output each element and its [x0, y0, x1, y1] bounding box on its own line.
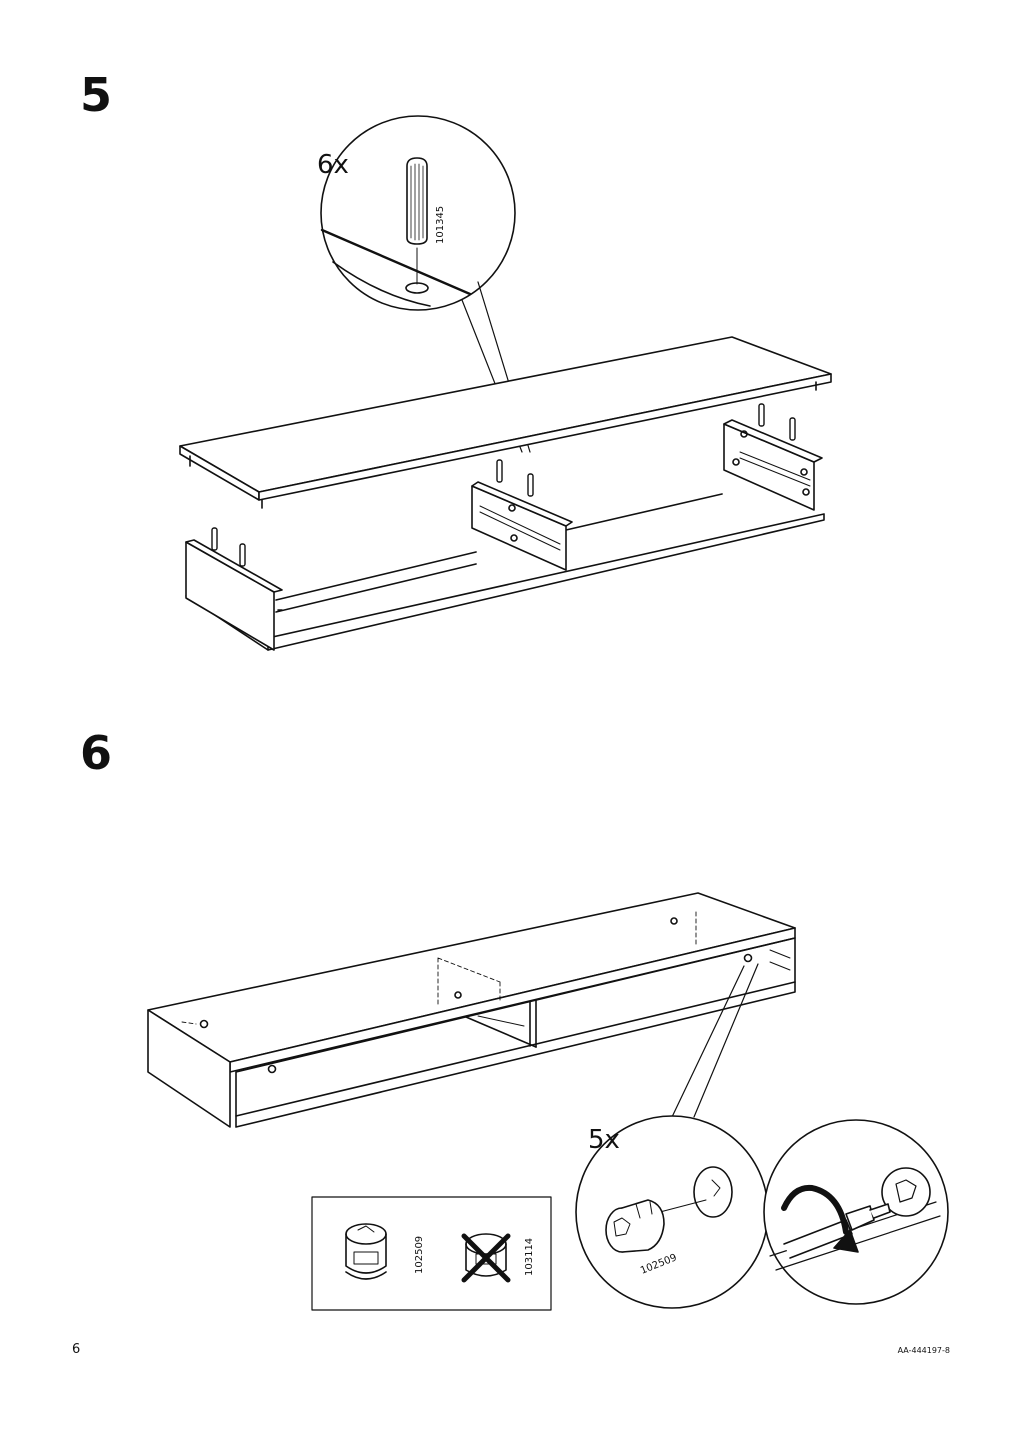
fitting-info-box	[311, 1196, 552, 1311]
step-5-part-number: 101345	[435, 206, 446, 244]
cam-lock-icon	[605, 1199, 665, 1253]
assembled-unit	[147, 892, 796, 1128]
cross-icon	[461, 1233, 511, 1283]
page-number: 6	[72, 1342, 81, 1357]
wooden-dowel-icon	[406, 157, 428, 245]
step-6-number: 6	[80, 726, 113, 780]
screwdriver-icon	[783, 1203, 891, 1259]
step-6-quantity: 5x	[588, 1125, 620, 1155]
correct-part-number: 102509	[414, 1236, 425, 1274]
step-5-zoom-callout	[320, 115, 531, 453]
rotation-arrow-icon	[781, 1184, 859, 1253]
cam-lock-zoom-callout	[575, 1115, 769, 1309]
step-5-number: 5	[80, 68, 113, 122]
dowels	[211, 403, 796, 567]
correct-cam-lock-icon	[345, 1223, 387, 1280]
screwdriver-detail	[763, 1119, 949, 1305]
top-panel	[179, 336, 832, 509]
base-frame	[185, 419, 825, 651]
document-code: AA-444197-8	[897, 1346, 950, 1355]
step-5-quantity: 6x	[317, 150, 349, 180]
incorrect-part-number: 103114	[524, 1238, 535, 1276]
